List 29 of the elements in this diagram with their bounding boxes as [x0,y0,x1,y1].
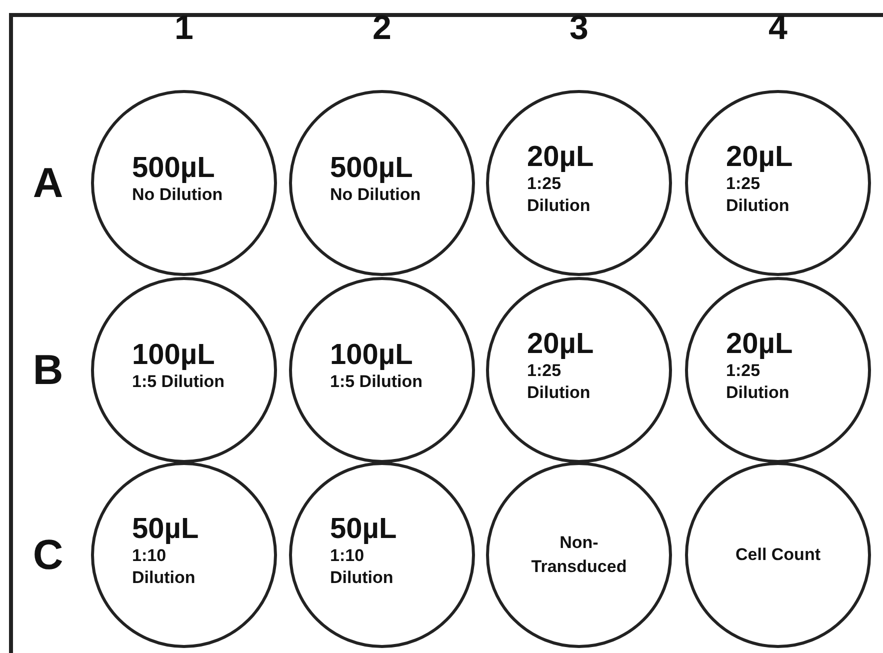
well-text: 1:25 Dilution [527,173,592,217]
column-label: 4 [768,11,788,45]
well-text: 1:25 Dilution [527,360,592,404]
volume-text: 50µL [330,513,397,545]
well-text: 1:25 Dilution [726,360,790,404]
well-text: 1:10 Dilution [132,545,196,589]
well-text: 1:5 Dilution [330,371,424,393]
volume-text: 20µL [726,141,793,173]
well-text: 1:5 Dilution [132,371,226,393]
column-label: 3 [570,11,588,45]
column-label: 2 [372,11,392,45]
volume-text: 20µL [527,328,594,360]
well-text: Non-Transduced [530,532,628,578]
row-label: B [32,349,64,391]
volume-text: 50µL [132,513,199,545]
volume-text: 100µL [330,339,413,371]
well-text: Cell Count [734,544,822,566]
well-text: No Dilution [330,184,422,206]
column-label: 1 [174,11,194,45]
volume-text: 100µL [132,339,215,371]
volume-text: 20µL [726,328,793,360]
row-label: C [32,534,64,576]
volume-text: 500µL [330,152,413,184]
volume-text: 20µL [527,141,594,173]
well-text: 1:10 Dilution [330,545,394,589]
volume-text: 500µL [132,152,215,184]
row-label: A [32,162,64,204]
well-text: 1:25 Dilution [726,173,790,217]
well-text: No Dilution [132,184,224,206]
